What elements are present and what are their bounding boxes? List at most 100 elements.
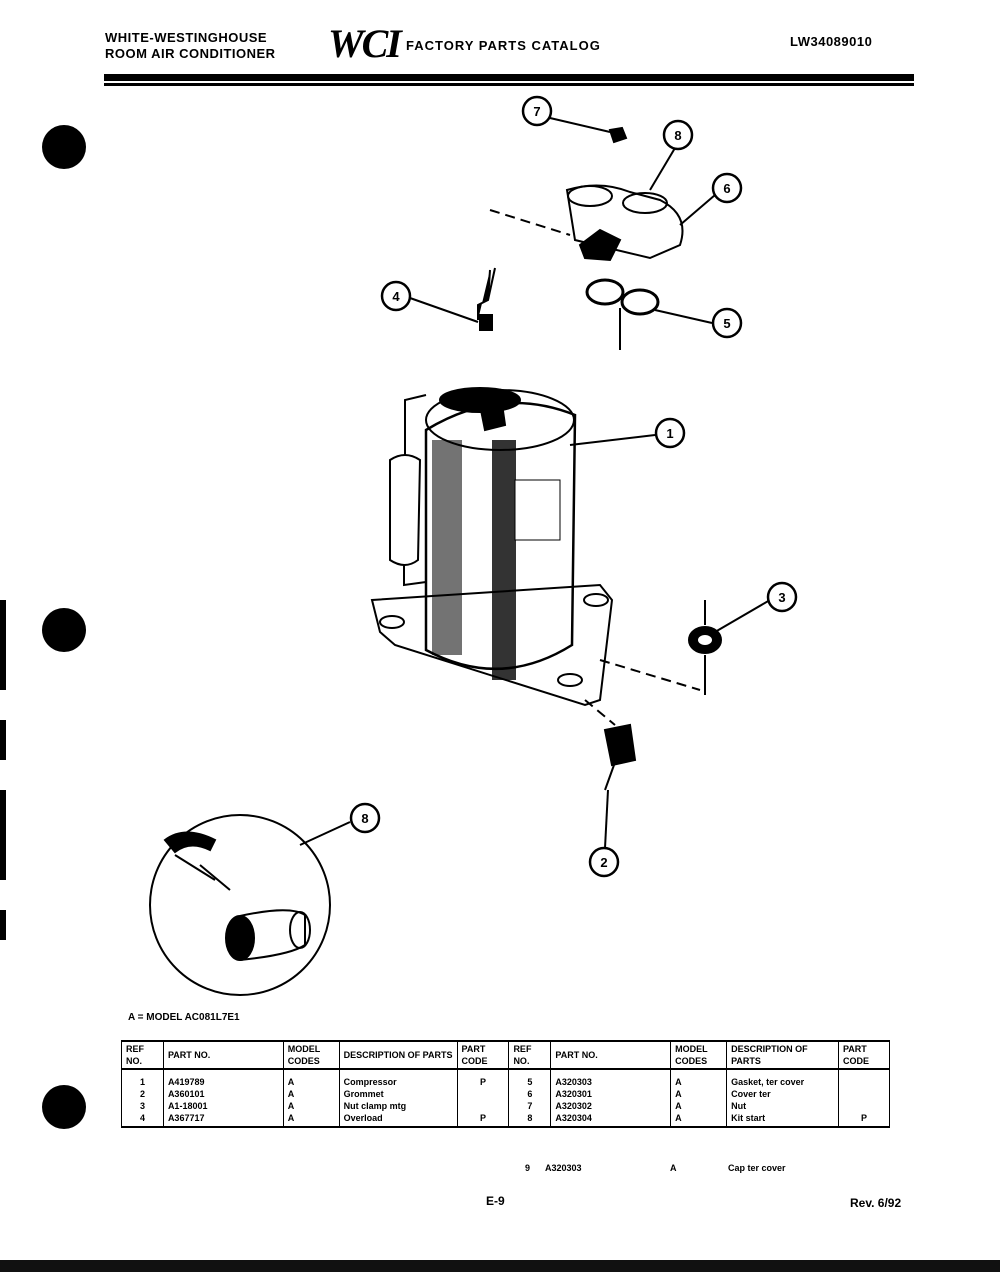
table-row: 2 A360101 A Grommet 6 A320301 A Cover te…	[121, 1088, 891, 1100]
gasket	[585, 278, 625, 306]
mounting-plate	[370, 583, 614, 707]
cell-description: Cover ter	[726, 1088, 839, 1100]
table-header-row: REF NO. PART NO. MODEL CODES DESCRIPTION…	[121, 1040, 891, 1070]
extra-row-ref: 9	[525, 1163, 531, 1173]
cell-description: Gasket, ter cover	[726, 1069, 839, 1088]
extra-row-part-no: A320303	[545, 1163, 582, 1173]
cell-part-code: P	[837, 1112, 891, 1128]
callout-label: 4	[392, 289, 400, 304]
col-header: REF NO.	[121, 1040, 164, 1070]
callout-label: 6	[723, 181, 730, 196]
cell-ref: 4	[121, 1112, 164, 1128]
exploded-parts-diagram: 7 8 6 4 5 1 3 2 8	[149, 95, 798, 996]
callout-2: 2	[588, 846, 620, 878]
cell-part-no: A1-18001	[162, 1100, 284, 1112]
nut-clamp	[603, 723, 637, 767]
model-note: A = MODEL AC081L7E1	[128, 1012, 240, 1023]
cell-part-code	[837, 1100, 891, 1112]
col-header: PART CODE	[456, 1040, 510, 1070]
callout-4: 4	[380, 280, 412, 312]
cell-part-no: A320304	[550, 1112, 672, 1128]
callout-label: 5	[723, 316, 730, 331]
extra-row-description: Cap ter cover	[728, 1163, 786, 1173]
overload-part	[477, 269, 493, 331]
cell-part-no: A419789	[162, 1069, 284, 1088]
cell-ref: 5	[508, 1069, 552, 1088]
cell-ref: 8	[508, 1112, 552, 1128]
cell-model: A	[670, 1069, 728, 1088]
punch-hole-bottom	[42, 1085, 86, 1129]
table-row: 4 A367717 A Overload P 8 A320304 A Kit s…	[121, 1112, 891, 1128]
callout-8-inset: 8	[349, 802, 381, 834]
scan-edge-mark	[0, 790, 6, 880]
col-header: MODEL CODES	[282, 1040, 340, 1070]
cell-model: A	[282, 1100, 340, 1112]
wci-logo: WCI	[328, 21, 402, 66]
parts-table: REF NO. PART NO. MODEL CODES DESCRIPTION…	[121, 1040, 891, 1128]
cell-description: Nut	[726, 1100, 839, 1112]
inset-detail	[149, 814, 331, 996]
brand-line-1: WHITE-WESTINGHOUSE	[105, 30, 268, 45]
col-header: PART CODE	[837, 1040, 891, 1070]
cell-part-code	[456, 1100, 510, 1112]
scan-bottom-border	[0, 1260, 1000, 1272]
cell-ref: 6	[508, 1088, 552, 1100]
cell-ref: 7	[508, 1100, 552, 1112]
callout-label: 3	[778, 590, 785, 605]
cell-description: Nut clamp mtg	[338, 1100, 458, 1112]
cell-part-no: A320302	[550, 1100, 672, 1112]
callout-5: 5	[711, 307, 743, 339]
cell-part-code: P	[456, 1069, 510, 1088]
cell-part-code	[837, 1069, 891, 1088]
cell-model: A	[670, 1112, 728, 1128]
cell-description: Grommet	[338, 1088, 458, 1100]
cell-ref: 3	[121, 1100, 164, 1112]
cell-model: A	[282, 1069, 340, 1088]
cell-ref: 1	[121, 1069, 164, 1088]
cell-description: Compressor	[338, 1069, 458, 1088]
accumulator	[389, 454, 422, 566]
header-rule	[104, 74, 914, 83]
punch-hole-middle	[42, 608, 86, 652]
punch-hole-top	[42, 125, 86, 169]
cell-part-no: A320303	[550, 1069, 672, 1088]
col-header: REF NO.	[508, 1040, 552, 1070]
callout-8: 8	[662, 119, 694, 151]
callout-7: 7	[521, 95, 553, 127]
page-number: E-9	[486, 1194, 505, 1208]
scan-edge-mark	[0, 600, 6, 690]
cell-description: Overload	[338, 1112, 458, 1128]
col-header: PART NO.	[162, 1040, 284, 1070]
scan-edge-mark	[0, 720, 6, 760]
catalog-title: FACTORY PARTS CATALOG	[406, 38, 601, 53]
callout-label: 1	[666, 426, 673, 441]
cell-part-no: A360101	[162, 1088, 284, 1100]
cell-part-code	[456, 1088, 510, 1100]
callout-label: 2	[600, 855, 607, 870]
col-header: DESCRIPTION OF PARTS	[726, 1040, 839, 1070]
cell-model: A	[670, 1100, 728, 1112]
callout-3: 3	[766, 581, 798, 613]
cell-part-code: P	[456, 1112, 510, 1128]
callout-label: 8	[361, 811, 368, 826]
callout-label: 8	[674, 128, 681, 143]
col-header: DESCRIPTION OF PARTS	[338, 1040, 458, 1070]
extra-row-model: A	[670, 1163, 677, 1173]
revision-date: Rev. 6/92	[850, 1196, 902, 1210]
cell-description: Kit start	[726, 1112, 839, 1128]
cell-model: A	[282, 1088, 340, 1100]
col-header: PART NO.	[550, 1040, 672, 1070]
brand-line-2: ROOM AIR CONDITIONER	[105, 46, 276, 61]
catalog-id: LW34089010	[790, 34, 873, 49]
cell-part-no: A320301	[550, 1088, 672, 1100]
cell-model: A	[670, 1088, 728, 1100]
callout-1: 1	[654, 417, 686, 449]
callout-6: 6	[711, 172, 743, 204]
cell-part-code	[837, 1088, 891, 1100]
cell-model: A	[282, 1112, 340, 1128]
cell-part-no: A367717	[162, 1112, 284, 1128]
col-header: MODEL CODES	[670, 1040, 728, 1070]
table-row: 1 A419789 A Compressor P 5 A320303 A Gas…	[121, 1069, 891, 1088]
callout-label: 7	[533, 104, 540, 119]
nut-part	[608, 126, 628, 144]
